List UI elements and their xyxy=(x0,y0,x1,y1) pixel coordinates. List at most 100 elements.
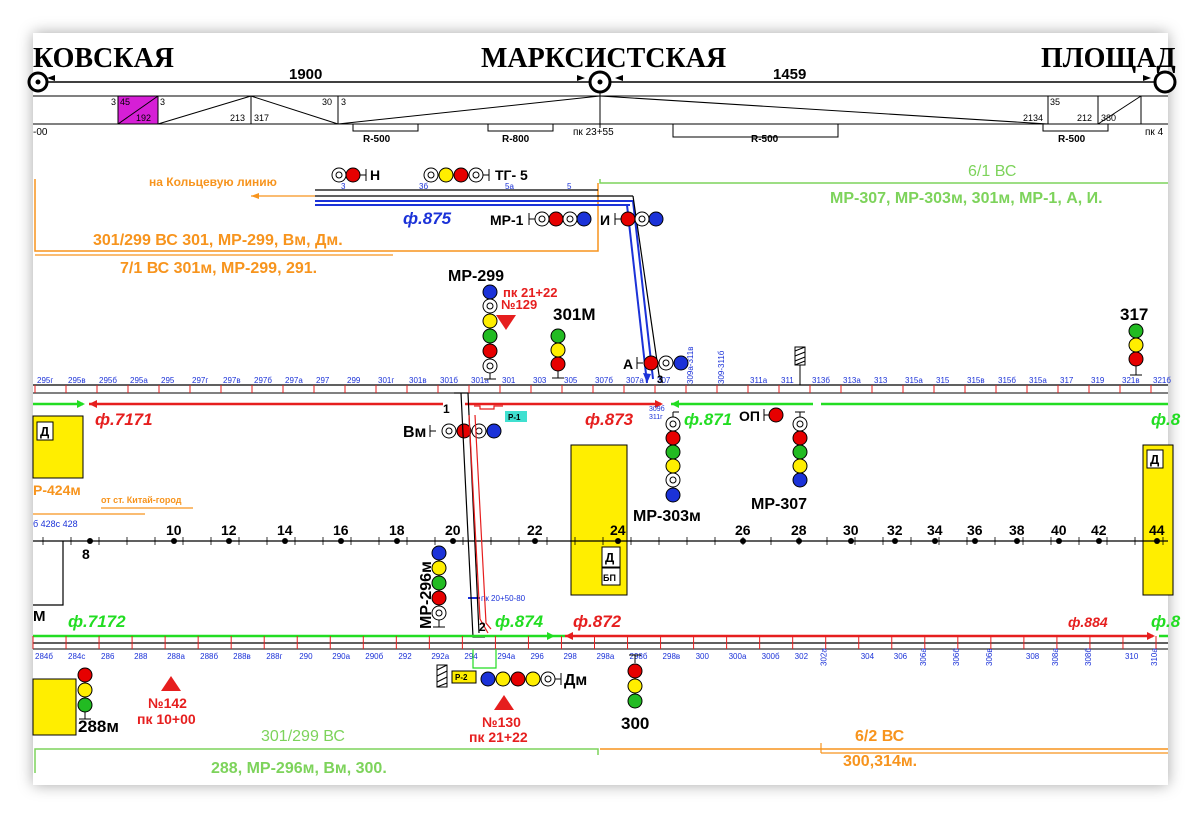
d-box-left: Д xyxy=(40,424,50,439)
upper-block-label: 307а xyxy=(626,376,644,385)
upper-block-label: 313б xyxy=(812,376,830,385)
km-marker xyxy=(1154,538,1160,544)
signal-tg5: ТГ- 5 xyxy=(423,167,528,183)
ring-code: 5 xyxy=(567,182,572,191)
switch-3-label: 3 xyxy=(657,374,663,386)
pk-1000-label: пк 10+00 xyxy=(137,711,196,727)
signal-a: А 3 xyxy=(623,355,689,386)
radius-label: R-500 xyxy=(751,134,779,145)
p1-badge xyxy=(505,411,527,422)
km-marker xyxy=(87,538,93,544)
upper-block-label: 315а xyxy=(1029,376,1047,385)
km-label: 22 xyxy=(527,522,543,538)
switch-1-label: 1 xyxy=(443,402,450,416)
upper-block-label: 317 xyxy=(1060,376,1074,385)
radius-band xyxy=(352,124,1109,138)
pk-center-label: пк 23+55 xyxy=(573,127,614,138)
feeder-884: ф.884 xyxy=(1068,614,1108,630)
station-marker-mid xyxy=(588,70,612,128)
pk-2122-bottom: пк 21+22 xyxy=(469,729,528,745)
km-marker xyxy=(226,538,232,544)
signal-mr299 xyxy=(482,284,498,380)
yellow-block-left xyxy=(32,415,84,479)
km-label: 14 xyxy=(277,522,293,538)
lower-block-label: 288 xyxy=(134,652,148,661)
signal-op: ОП xyxy=(739,407,784,424)
upper-block-label: 301б xyxy=(440,376,458,385)
grad-label: 3 xyxy=(160,97,165,107)
km-marker xyxy=(450,538,456,544)
grad-label: 3 xyxy=(111,97,116,107)
lower-block-label: 298б xyxy=(630,652,648,661)
signal-mr296m-label: МР-296м xyxy=(418,561,435,629)
upper-block-label: 315в xyxy=(967,376,985,385)
lower-block-label: 288а xyxy=(167,652,185,661)
upper-block-label: 305 xyxy=(564,376,578,385)
lower-block-label: 298 xyxy=(563,652,577,661)
route-301-299-bottom: 301/299 ВС xyxy=(261,728,345,745)
lower-block-label: 292а xyxy=(431,652,449,661)
feeder-8-upper: ф.8 xyxy=(1151,410,1181,429)
radius-label: R-500 xyxy=(1058,134,1086,145)
code-428: б 428с 428 xyxy=(33,519,78,529)
signal-op-label: ОП xyxy=(739,408,760,424)
lower-block-label: 294 xyxy=(464,652,478,661)
km-marker xyxy=(394,538,400,544)
switch-2-label: 2 xyxy=(479,620,486,634)
km-marker xyxy=(932,538,938,544)
feeder-7172: ф.7172 xyxy=(68,612,126,631)
radius-label: R-800 xyxy=(502,134,530,145)
dist-left: 1900 xyxy=(289,66,322,83)
station-right: ПЛОЩАД xyxy=(1041,43,1176,74)
signal-n-label: Н xyxy=(370,167,380,183)
km-marker xyxy=(972,538,978,544)
km-label: 8 xyxy=(82,546,90,562)
station-marker-left xyxy=(27,71,49,93)
lower-block-label: 288в xyxy=(233,652,251,661)
upper-block-label: 313а xyxy=(843,376,861,385)
km-marker xyxy=(615,538,621,544)
bumper-icon xyxy=(794,346,806,385)
feeder-8-lower: ф.8 xyxy=(1151,612,1181,631)
upper-block-label: 297г xyxy=(192,376,208,385)
signal-vm-label: Вм xyxy=(403,424,426,441)
signal-mr299-label: МР-299 xyxy=(448,268,504,285)
upper-block-label: 311 xyxy=(781,376,794,385)
lower-block-label: 300 xyxy=(696,652,710,661)
lower-block-label: 306а xyxy=(919,648,928,666)
feeder-875: ф.875 xyxy=(403,209,452,228)
signal-317 xyxy=(1128,323,1144,376)
lower-block-label: 310а xyxy=(1150,648,1159,666)
signal-300-label: 300 xyxy=(621,714,649,733)
km-marker xyxy=(892,538,898,544)
radius-label: R-500 xyxy=(363,134,391,145)
km-label: 38 xyxy=(1009,522,1025,538)
lower-block-label: 308 xyxy=(1026,652,1040,661)
signal-mr296m: МР-296м xyxy=(418,545,447,629)
upper-block-label: 319 xyxy=(1091,376,1105,385)
route-6-2-list: 300,314м. xyxy=(843,753,917,770)
signal-mr1: МР-1 xyxy=(490,211,592,228)
feeder-874: ф.874 xyxy=(495,612,544,631)
km-label: 16 xyxy=(333,522,349,538)
lower-block-label: 288г xyxy=(266,652,282,661)
lower-block-label: 302 xyxy=(795,652,809,661)
signal-mr303m-label: МР-303м xyxy=(633,508,701,525)
upper-block-label: 309-311б xyxy=(717,350,726,384)
lower-block-label: 290б xyxy=(365,652,383,661)
p2-label: Р-2 xyxy=(455,673,468,682)
upper-block-label: 303 xyxy=(533,376,547,385)
feeder-7171: ф.7171 xyxy=(95,410,153,429)
upper-block-label: 315 xyxy=(936,376,950,385)
km-label: 32 xyxy=(887,522,903,538)
signal-mr307: МР-307 xyxy=(751,411,808,513)
ring-code: 3 xyxy=(341,182,346,191)
upper-block-label: 311а xyxy=(750,376,768,385)
upper-block-label: 309а-311в xyxy=(686,347,695,384)
track-diagram: КОВСКАЯ МАРКСИСТСКАЯ ПЛОЩАД 1900 1459 xyxy=(27,43,1181,777)
km-marker xyxy=(282,538,288,544)
r424-label: Р-424м xyxy=(33,482,81,498)
p1-label: Р-1 xyxy=(508,413,521,422)
